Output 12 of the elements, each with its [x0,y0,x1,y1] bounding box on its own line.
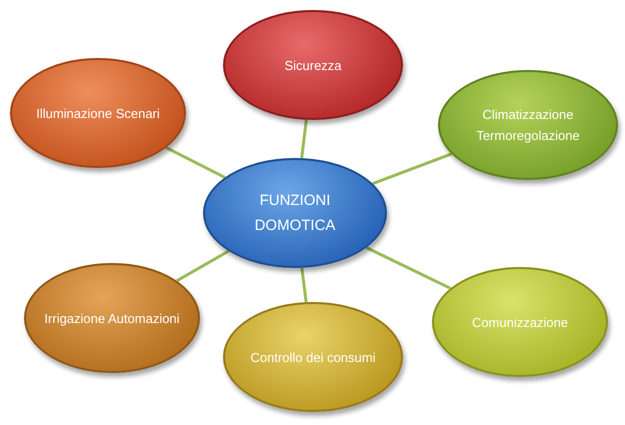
node-label: FUNZIONI DOMOTICA [254,191,336,236]
node-label: Comunizzazione [472,314,568,332]
connector-line [176,250,230,282]
node-label: Sicurezza [284,56,342,74]
node-label: Controllo dei consumi [250,348,376,366]
connector-line [300,120,308,158]
node-label: Illuminazione Scenari [36,104,160,122]
connector-line [372,152,452,186]
connector-line [300,268,308,302]
node-label: Climatizzazione Termoregolazione [475,106,581,145]
node-label: Irrigazione Automazioni [44,310,180,328]
connector-line [166,146,226,179]
